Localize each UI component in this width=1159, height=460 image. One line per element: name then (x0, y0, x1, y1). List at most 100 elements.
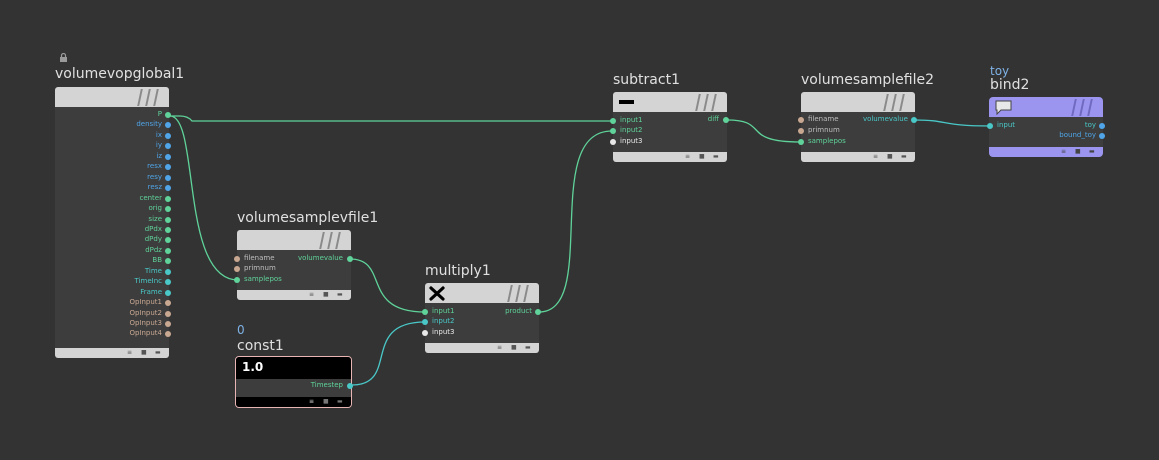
node-title-bind2: bind2 (990, 77, 1030, 93)
port-dot-product[interactable] (535, 309, 541, 315)
node-header[interactable] (989, 97, 1103, 117)
port-dot-p[interactable] (165, 112, 171, 118)
port-label-time: Time (144, 266, 162, 275)
port-label-density: density (136, 120, 162, 129)
port-dot-dpdx[interactable] (165, 226, 171, 233)
node-header[interactable] (801, 92, 915, 112)
multiply-icon (429, 286, 445, 301)
port-dot-input1[interactable] (422, 309, 428, 315)
node-volumesamplevfile1[interactable]: ≡■▬ (237, 230, 351, 300)
wire-P-to-samplevfile-samplepos (169, 115, 239, 281)
port-label-input2: input2 (432, 317, 455, 325)
port-dot-input2[interactable] (610, 128, 616, 134)
port-dot-frame[interactable] (165, 289, 171, 296)
port-dot-volumevalue[interactable] (911, 117, 917, 123)
node-header[interactable] (237, 230, 351, 250)
node-title-volumevopglobal1: volumevopglobal1 (55, 66, 185, 82)
port-dot-iz[interactable] (165, 153, 171, 160)
lock-icon[interactable] (59, 53, 68, 63)
port-dot-input2[interactable] (422, 319, 428, 325)
port-label-frame: Frame (140, 287, 162, 296)
port-label-opinput3: OpInput3 (129, 319, 162, 327)
node-volumesamplefile2[interactable]: ≡■▬ (801, 92, 915, 162)
node-header[interactable] (425, 283, 539, 303)
port-label-input3: input3 (432, 328, 455, 336)
port-dot-resx[interactable] (165, 164, 171, 171)
port-label-samplepos: samplepos (244, 275, 282, 283)
node-const1[interactable]: 1.0 ≡■▬ (235, 356, 352, 408)
node-volumevopglobal1[interactable]: ≡■▬ (55, 87, 169, 358)
port-dot-dpdz[interactable] (165, 247, 171, 254)
port-dot-timestep[interactable] (347, 383, 353, 389)
wire-P-to-subtract-input1 (170, 115, 612, 122)
port-dot-input1[interactable] (610, 118, 616, 124)
port-label-volumevalue: volumevalue (862, 115, 908, 123)
port-dot-opinput2[interactable] (165, 310, 171, 317)
node-body (989, 117, 1103, 147)
port-dot-iy[interactable] (165, 143, 171, 150)
port-dot-timeinc[interactable] (165, 279, 171, 286)
port-label-dpdx: dPdx (144, 224, 162, 233)
port-label-diff: diff (707, 115, 719, 123)
wire-samplevfile-to-multiply-input1 (349, 258, 426, 313)
port-dot-time[interactable] (165, 268, 171, 275)
node-footer: ≡■▬ (801, 152, 915, 162)
port-dot-primnum[interactable] (234, 266, 240, 272)
node-title-volumesamplevfile1: volumesamplevfile1 (237, 210, 379, 226)
node-footer: ≡■▬ (55, 348, 169, 358)
port-dot-opinput4[interactable] (165, 331, 171, 338)
node-multiply1[interactable]: ≡■▬ (425, 283, 539, 353)
port-label-center: center (139, 193, 162, 202)
port-label-timeinc: TimeInc (134, 277, 162, 286)
port-dot-opinput1[interactable] (165, 300, 171, 307)
node-header[interactable] (55, 87, 169, 107)
port-label-opinput2: OpInput2 (129, 308, 162, 317)
port-label-primnum: primnum (244, 264, 276, 272)
port-label-timestep: Timestep (310, 381, 343, 389)
node-subtract1[interactable]: ≡■▬ (613, 92, 727, 162)
port-dot-dpdy[interactable] (165, 237, 171, 244)
node-footer: ≡■▬ (237, 290, 351, 300)
port-label-p: P (157, 110, 162, 118)
port-dot-input[interactable] (987, 123, 993, 129)
port-dot-filename[interactable] (234, 256, 240, 262)
port-dot-orig[interactable] (165, 206, 171, 213)
port-label-resy: resy (147, 172, 162, 181)
node-body (425, 303, 539, 343)
port-dot-toy[interactable] (1099, 123, 1105, 129)
port-dot-center[interactable] (165, 195, 171, 202)
port-dot-bb[interactable] (165, 258, 171, 265)
port-label-resx: resx (147, 162, 162, 171)
node-title-multiply1: multiply1 (425, 263, 491, 279)
port-label-ix: ix (155, 130, 162, 139)
port-label-input1: input1 (432, 307, 455, 315)
port-dot-volumevalue[interactable] (347, 256, 353, 262)
node-bind2[interactable]: ≡■▬ (989, 97, 1103, 157)
node-footer: ≡■▬ (1061, 148, 1095, 155)
port-dot-size[interactable] (165, 216, 171, 223)
port-dot-filename[interactable] (798, 117, 804, 123)
port-label-product: product (505, 307, 532, 315)
node-header[interactable]: 1.0 (236, 357, 351, 379)
port-dot-input3[interactable] (422, 330, 428, 336)
port-dot-bound-toy[interactable] (1099, 133, 1105, 139)
node-header[interactable] (613, 92, 727, 112)
port-dot-primnum[interactable] (798, 128, 804, 134)
node-subtitle-const1: 0 (237, 323, 245, 337)
port-label-bound-toy: bound_toy (1059, 131, 1096, 139)
port-dot-diff[interactable] (723, 117, 729, 123)
node-body (613, 112, 727, 152)
node-title-subtract1: subtract1 (613, 72, 680, 88)
port-dot-resy[interactable] (165, 174, 171, 181)
port-label-toy: toy (1084, 121, 1096, 129)
port-dot-opinput3[interactable] (165, 321, 171, 327)
port-dot-ix[interactable] (165, 132, 171, 139)
port-dot-resz[interactable] (165, 185, 171, 192)
port-dot-samplepos[interactable] (234, 277, 240, 283)
port-dot-input3[interactable] (610, 139, 616, 145)
port-label-resz: resz (147, 183, 162, 192)
port-dot-density[interactable] (165, 122, 171, 129)
port-dot-samplepos[interactable] (798, 139, 804, 145)
port-label-primnum: primnum (808, 126, 840, 134)
